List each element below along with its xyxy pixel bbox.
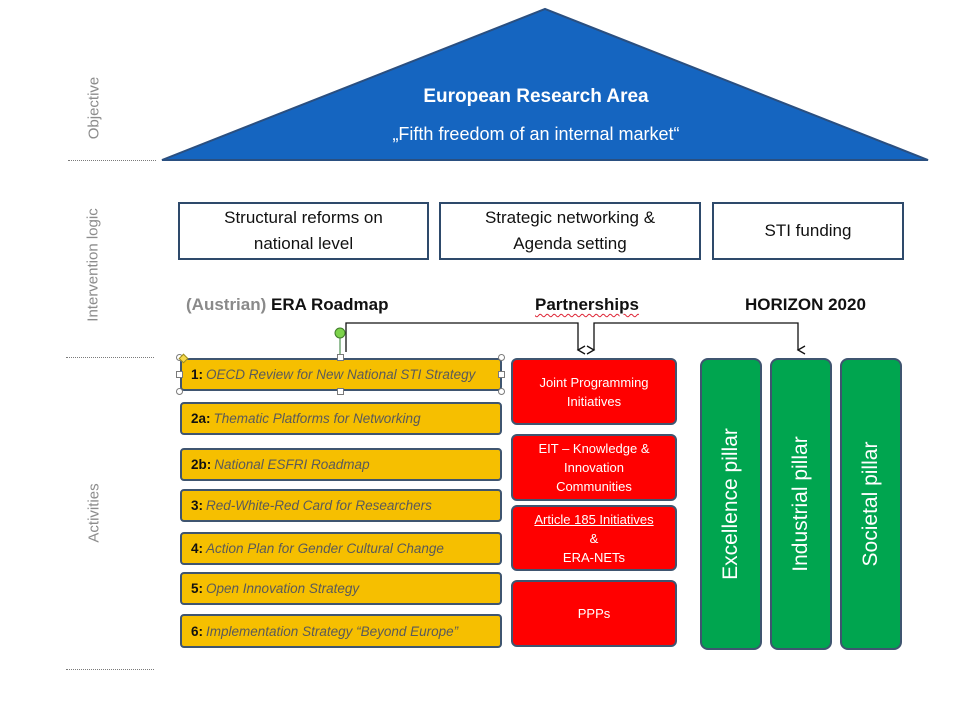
activity-2a-number: 2a: [191,411,211,426]
logic-structural-line2: national level [253,234,354,253]
pillar-excellence[interactable]: Excellence pillar [700,358,762,650]
logic-structural-reforms: Structural reforms on national level [178,202,429,260]
activity-3[interactable]: 3: Red-White-Red Card for Researchers [180,489,502,522]
divider-activities [66,669,154,670]
header-horizon-2020: HORIZON 2020 [745,295,866,314]
activity-3-number: 3: [191,498,204,513]
activity-5-text: Open Innovation Strategy [206,581,360,596]
activity-2b-number: 2b: [191,457,212,472]
header-partnerships-label: Partnerships [535,295,639,314]
activity-2b-text: National ESFRI Roadmap [214,457,370,472]
selection-handle-bl[interactable] [176,388,183,395]
logic-sti-funding: STI funding [712,202,904,260]
activity-2b[interactable]: 2b: National ESFRI Roadmap [180,448,502,481]
eit-line3: Communities [556,479,632,494]
art185-line2: & [589,530,599,546]
selection-handle-br[interactable] [498,388,505,395]
pillar-excellence-label: Excellence pillar [719,428,742,580]
roof-title: European Research Area [423,86,649,107]
logic-structural-line1: Structural reforms on [224,208,383,227]
header-roadmap-label: ERA Roadmap [271,295,389,314]
partnership-ppps[interactable]: PPPs [511,580,677,647]
header-era-roadmap: (Austrian) ERA Roadmap [186,295,388,315]
selection-handle-right[interactable] [498,371,505,378]
era-roof [161,7,929,161]
arrow-partnerships-horizon [586,322,806,355]
activity-4[interactable]: 4: Action Plan for Gender Cultural Chang… [180,532,502,565]
pillar-societal-label: Societal pillar [859,441,882,567]
roof-subtitle: „Fifth freedom of an internal market“ [392,124,680,144]
jpi-line1: Joint Programming [539,374,649,390]
activity-4-number: 4: [191,541,204,556]
selection-handle-top[interactable] [337,354,344,361]
activity-4-text: Action Plan for Gender Cultural Change [206,541,444,556]
logic-sti-line1: STI funding [764,221,852,240]
activity-1-text: OECD Review for New National STI Strateg… [206,367,476,382]
arrow-roadmap-to-partnerships [345,322,586,355]
activity-6-text: Implementation Strategy “Beyond Europe” [206,623,459,639]
logic-networking-line2: Agenda setting [513,234,627,253]
activity-1-number: 1: [191,367,204,382]
art185-line3: ERA-NETs [562,549,626,565]
activity-1[interactable]: 1: OECD Review for New National STI Stra… [180,358,502,391]
selection-handle-left[interactable] [176,371,183,378]
art185-line1: Article 185 Initiatives [534,511,654,527]
activity-6[interactable]: 6: Implementation Strategy “Beyond Europ… [180,614,502,648]
pillar-industrial[interactable]: Industrial pillar [770,358,832,650]
activity-6-number: 6: [191,623,204,639]
activity-3-text: Red-White-Red Card for Researchers [206,498,432,513]
selection-handle-bottom[interactable] [337,388,344,395]
header-roadmap-prefix: (Austrian) [186,295,267,314]
eit-line1: EIT – Knowledge & [538,441,650,456]
partnership-article-185[interactable]: Article 185 Initiatives & ERA-NETs [511,505,677,571]
pillar-industrial-label: Industrial pillar [789,436,812,572]
selection-handle-tr[interactable] [498,354,505,361]
logic-networking-line1: Strategic networking & [484,208,656,227]
header-partnerships: Partnerships [535,295,639,315]
jpi-line2: Initiatives [566,393,622,409]
eit-line2: Innovation [564,460,624,475]
activity-5-number: 5: [191,581,204,596]
activity-2a[interactable]: 2a: Thematic Platforms for Networking [180,402,502,435]
divider-objective [68,160,156,161]
logic-strategic-networking: Strategic networking & Agenda setting [439,202,701,260]
rotation-handle-icon [334,327,346,339]
activity-2a-text: Thematic Platforms for Networking [213,411,421,426]
ppps-line1: PPPs [577,606,611,621]
divider-intervention [66,357,154,358]
pillar-societal[interactable]: Societal pillar [840,358,902,650]
activity-5[interactable]: 5: Open Innovation Strategy [180,572,502,605]
